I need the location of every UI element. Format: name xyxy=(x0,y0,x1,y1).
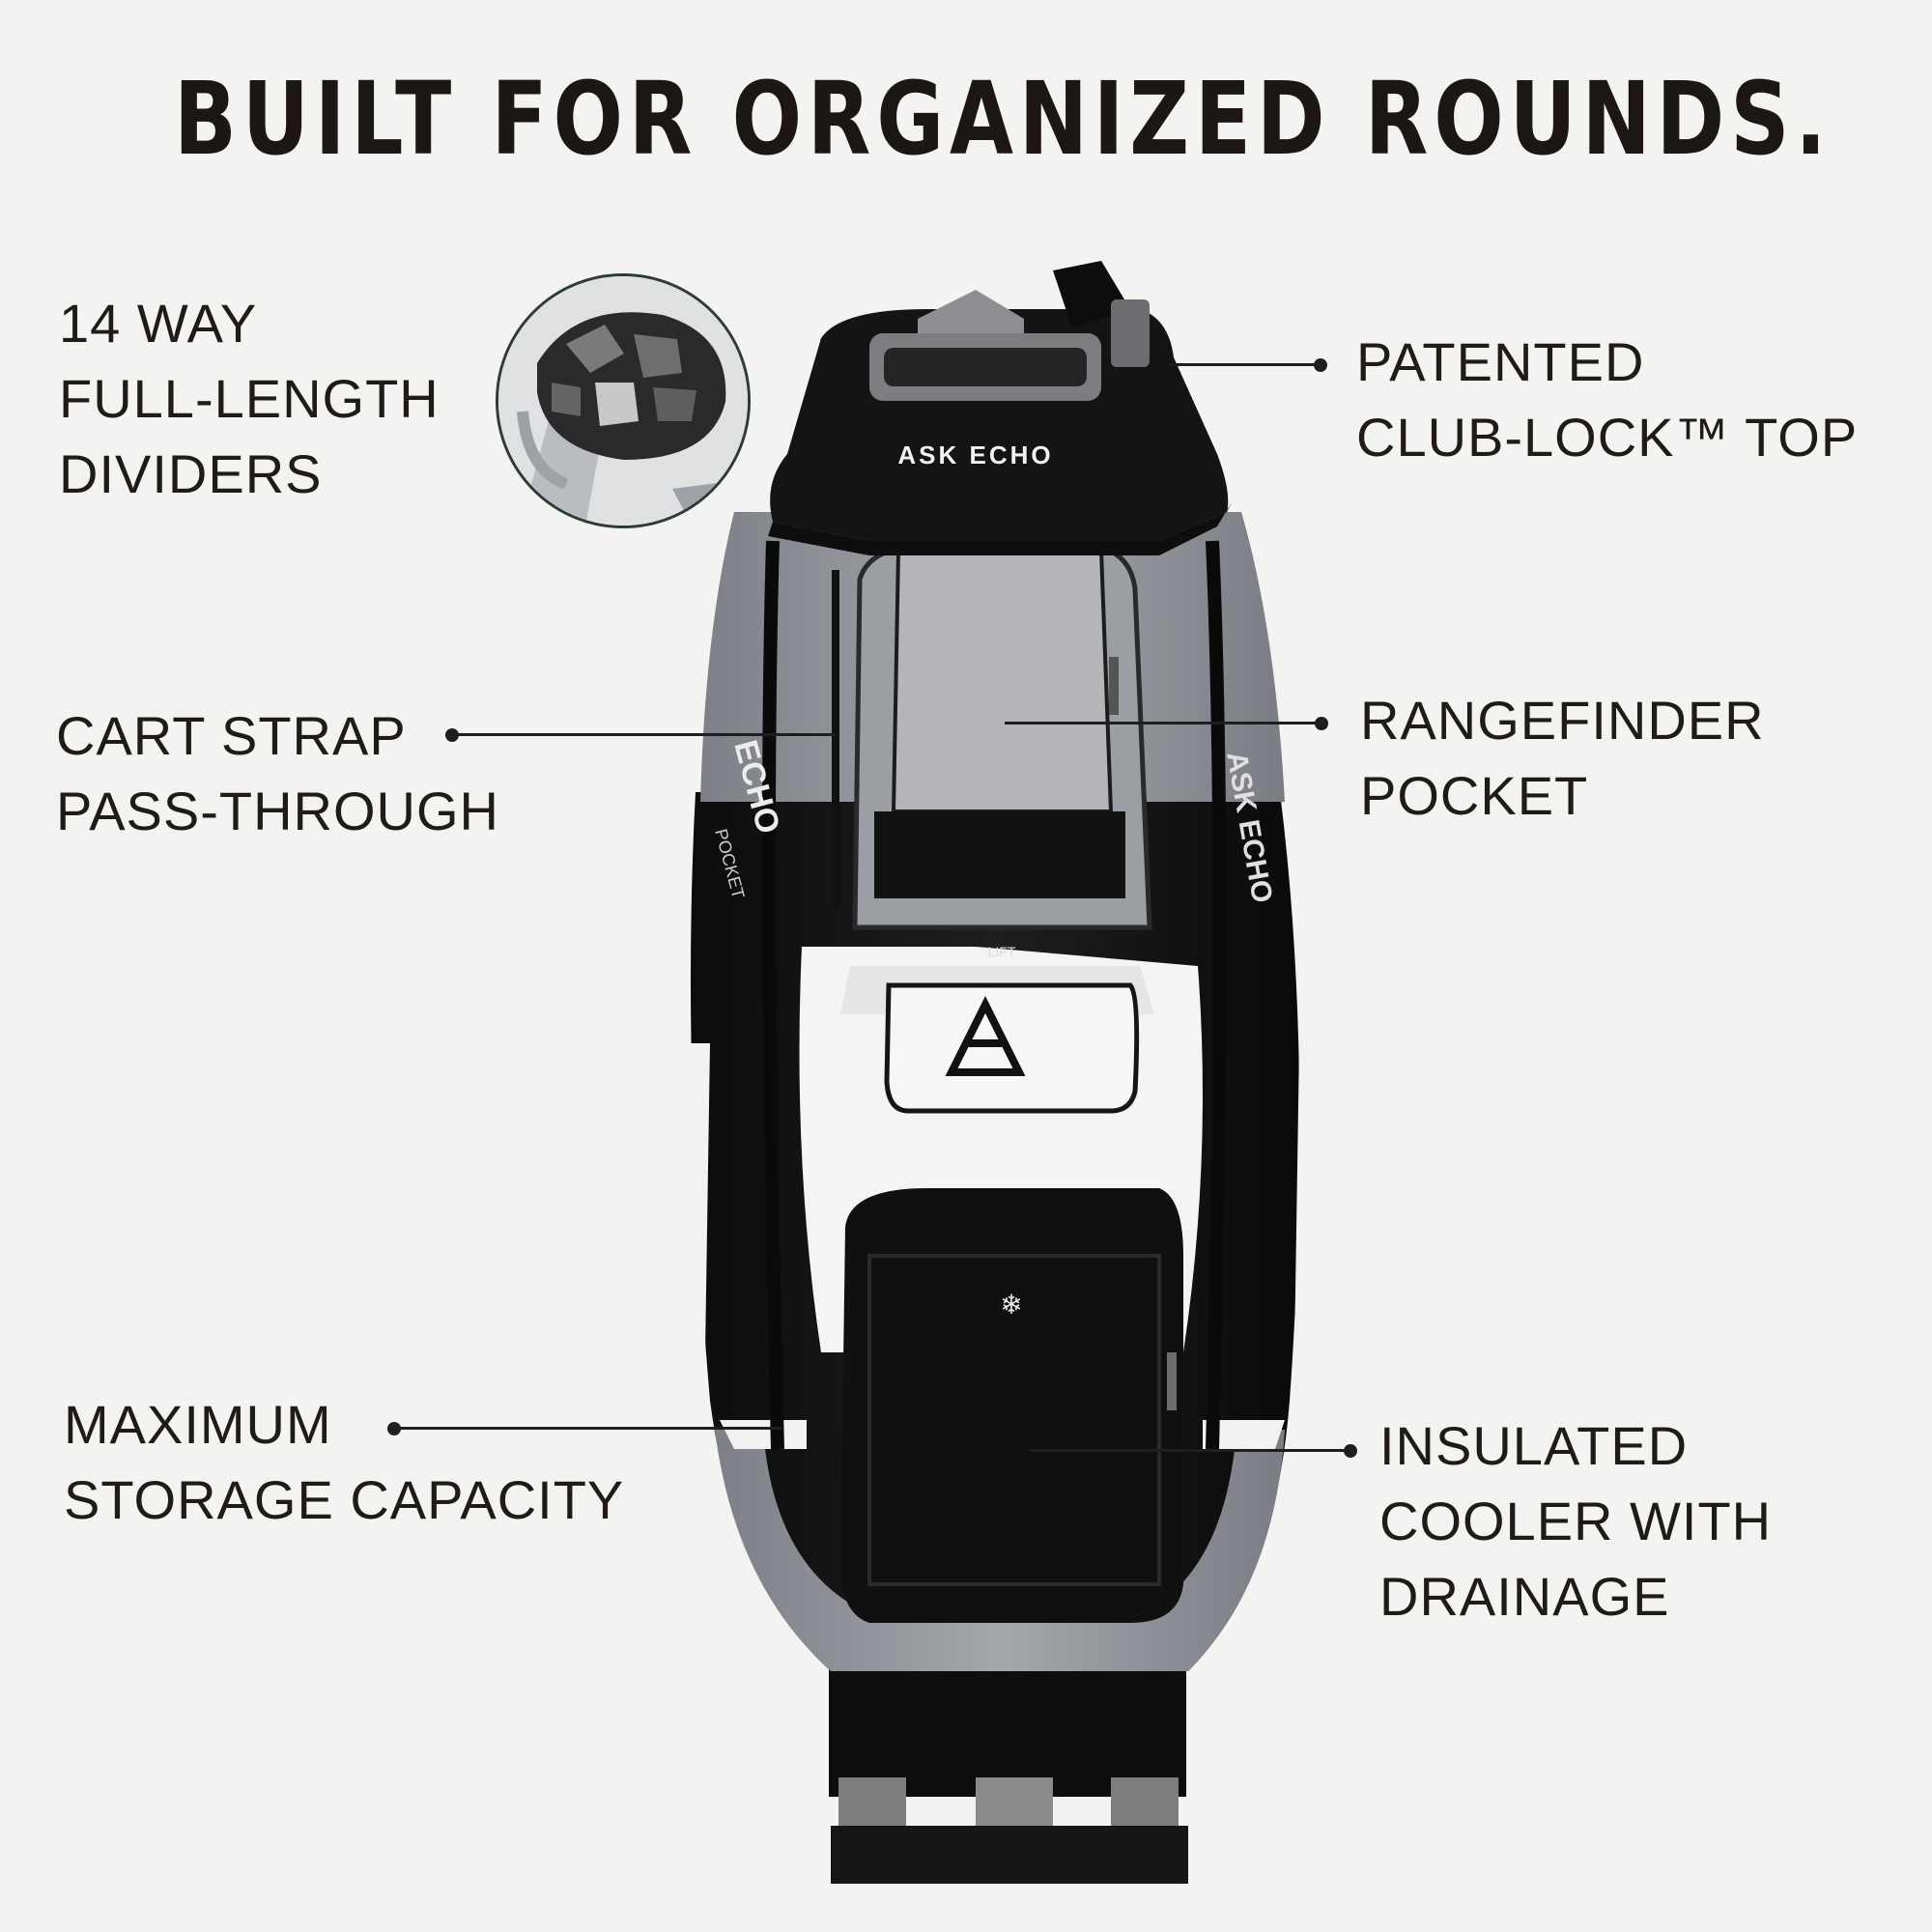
feature-label-rangefinder: RANGEFINDER POCKET xyxy=(1360,690,1765,826)
svg-text:❄: ❄ xyxy=(1000,1289,1022,1321)
leader-line-cart-strap xyxy=(454,733,836,736)
feature-label-dividers: 14 WAY FULL-LENGTH DIVIDERS xyxy=(59,293,440,504)
cooler-pocket xyxy=(840,1188,1183,1623)
leader-dot-storage xyxy=(387,1422,401,1435)
leader-dot-cooler xyxy=(1344,1444,1357,1458)
dividers-inset-image xyxy=(496,273,751,528)
leader-line-storage xyxy=(396,1427,782,1430)
leader-line-cooler xyxy=(1029,1449,1348,1452)
feature-label-club-lock: PATENTED CLUB-LOCK™ TOP xyxy=(1356,331,1859,468)
feature-label-cart-strap: CART STRAP PASS-THROUGH xyxy=(56,705,499,841)
brand-logo xyxy=(945,996,1026,1076)
feature-label-storage: MAXIMUM STORAGE CAPACITY xyxy=(64,1394,625,1530)
feature-label-cooler: INSULATED COOLER WITH DRAINAGE xyxy=(1379,1415,1773,1627)
leader-dot-rangefinder xyxy=(1315,717,1328,730)
leader-dot-club-lock xyxy=(1314,358,1327,372)
leader-dot-cart-strap xyxy=(445,728,459,742)
leader-line-rangefinder xyxy=(1005,722,1319,724)
page-title: BUILT FOR ORGANIZED ROUNDS. xyxy=(174,60,1833,178)
bag-base xyxy=(829,1662,1188,1884)
leader-line-club-lock xyxy=(1169,363,1319,366)
lift-tab-text: LIFT xyxy=(988,944,1016,959)
brand-name-text: ASK ECHO xyxy=(897,440,1053,469)
